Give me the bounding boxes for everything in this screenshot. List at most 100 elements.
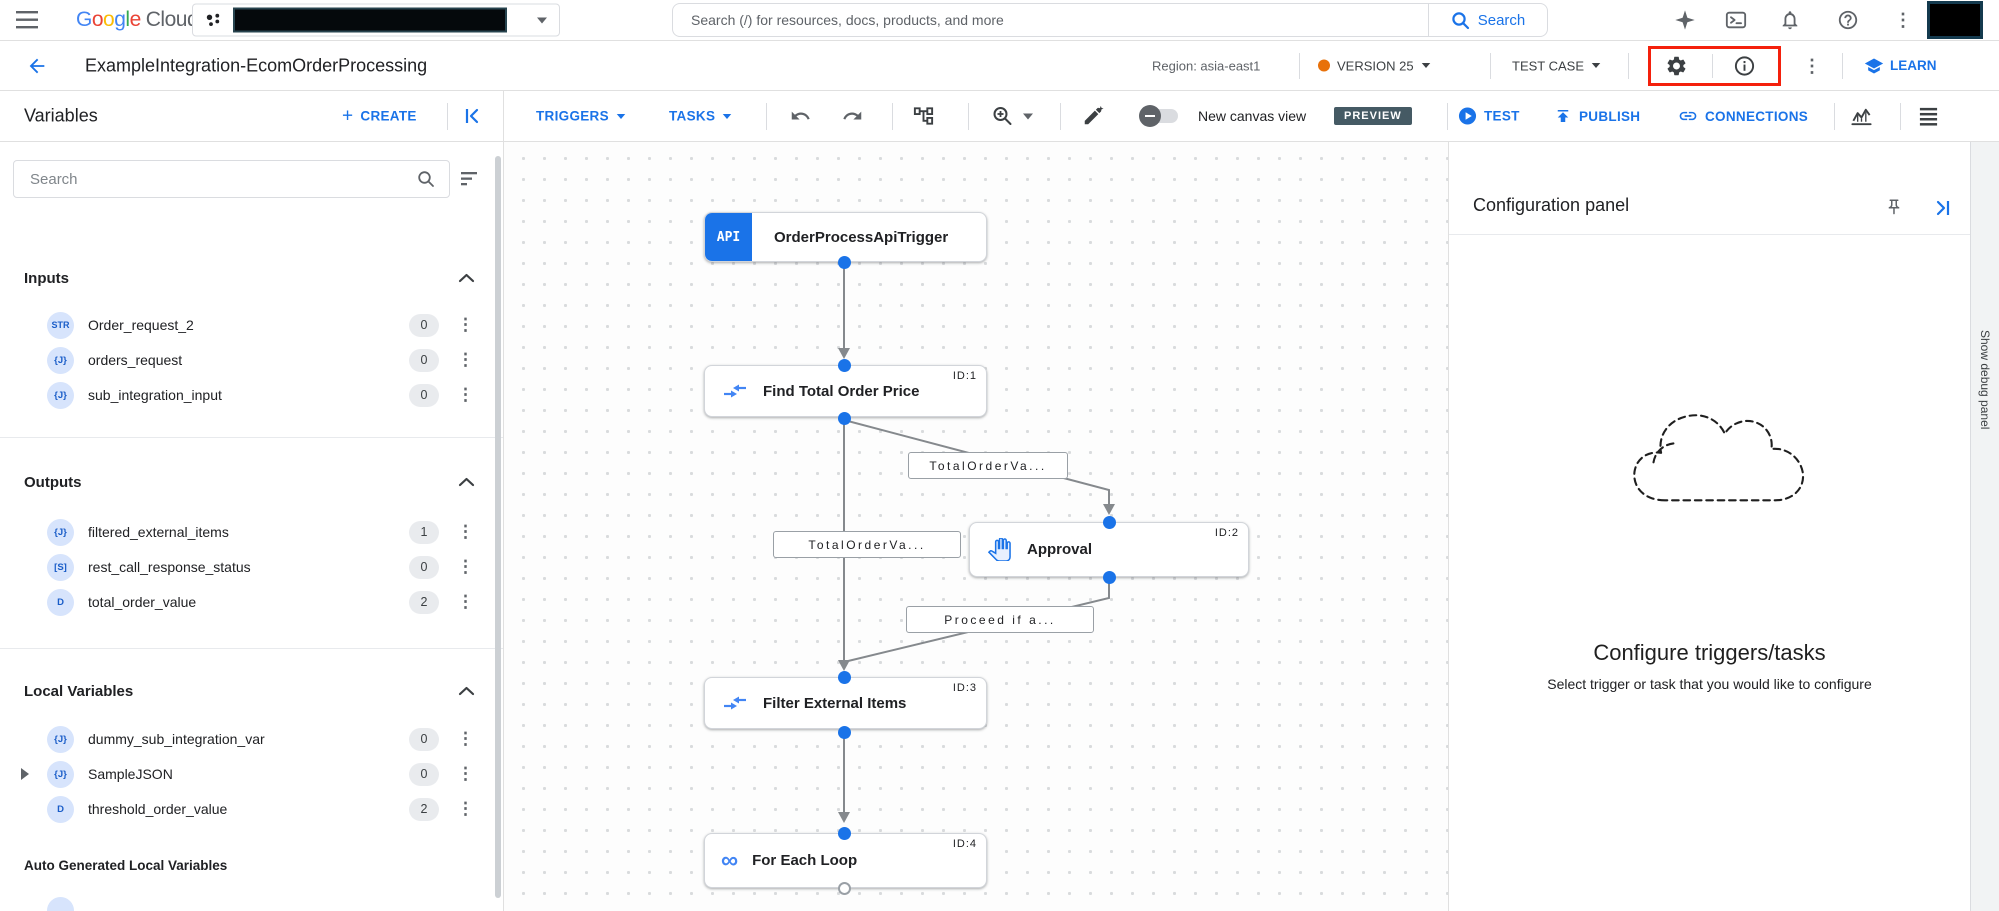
search-button[interactable]: Search: [1428, 4, 1547, 36]
global-search-bar[interactable]: Search: [672, 3, 1548, 37]
tasks-menu-button[interactable]: TASKS: [669, 109, 732, 124]
variables-search-box[interactable]: [13, 160, 450, 198]
chevron-up-icon[interactable]: [458, 273, 475, 283]
test-case-selector[interactable]: TEST CASE: [1512, 58, 1601, 73]
more-options-icon[interactable]: ⋮: [457, 385, 474, 404]
edge-label[interactable]: Proceed if a...: [906, 606, 1094, 633]
divider: [892, 103, 893, 130]
section-header-outputs[interactable]: Outputs: [24, 468, 475, 496]
back-arrow-icon[interactable]: [26, 55, 48, 77]
publish-button[interactable]: PUBLISH: [1554, 107, 1640, 125]
more-options-icon[interactable]: ⋮: [457, 350, 474, 369]
new-canvas-view-toggle[interactable]: [1139, 105, 1178, 127]
test-button[interactable]: TEST: [1458, 107, 1520, 126]
gemini-sparkle-icon[interactable]: [1673, 8, 1697, 32]
task-node-find-total-order-price[interactable]: Find Total Order Price ID:1: [704, 365, 987, 417]
edit-wand-icon[interactable]: [1082, 105, 1104, 127]
logs-list-icon[interactable]: [1918, 106, 1939, 127]
project-selector[interactable]: [192, 3, 560, 37]
cloud-shell-icon[interactable]: [1724, 8, 1748, 32]
variables-title: Variables: [24, 105, 98, 126]
connections-label: CONNECTIONS: [1705, 108, 1809, 124]
chevron-up-icon[interactable]: [458, 686, 475, 696]
search-button-label: Search: [1477, 11, 1526, 29]
variables-search-input[interactable]: [14, 161, 404, 197]
node-title: Find Total Order Price: [763, 382, 920, 400]
version-selector[interactable]: VERSION 25: [1318, 58, 1431, 73]
undo-icon[interactable]: [790, 106, 811, 127]
node-port[interactable]: [837, 255, 851, 269]
more-options-icon[interactable]: ⋮: [457, 729, 474, 748]
node-port[interactable]: [837, 881, 851, 895]
help-icon[interactable]: [1836, 8, 1860, 32]
more-options-icon[interactable]: ⋮: [457, 557, 474, 576]
search-input[interactable]: [673, 4, 1423, 36]
collapse-variables-panel-icon[interactable]: [462, 105, 484, 127]
more-options-icon[interactable]: ⋮: [1894, 10, 1912, 30]
variable-row[interactable]: D threshold_order_value 2 ⋮: [47, 792, 474, 826]
sort-icon[interactable]: [459, 170, 481, 188]
trigger-node-orderprocessapitrigger[interactable]: API OrderProcessApiTrigger: [704, 212, 987, 262]
variable-row[interactable]: {J} dummy_sub_integration_var 0 ⋮: [47, 722, 474, 756]
redo-icon[interactable]: [842, 106, 863, 127]
learn-button[interactable]: LEARN: [1864, 56, 1937, 76]
variable-row[interactable]: {J} orders_request 0 ⋮: [47, 343, 474, 377]
variable-row[interactable]: D total_order_value 2 ⋮: [47, 585, 474, 619]
node-title: Approval: [1027, 541, 1093, 558]
more-options-icon[interactable]: ⋮: [457, 799, 474, 818]
more-options-icon[interactable]: ⋮: [457, 315, 474, 334]
auto-layout-icon[interactable]: [912, 105, 935, 128]
page-title: ExampleIntegration-EcomOrderProcessing: [85, 55, 428, 75]
connections-button[interactable]: CONNECTIONS: [1678, 106, 1808, 126]
divider: [1449, 234, 1970, 235]
expand-arrow-icon[interactable]: [21, 768, 29, 780]
node-port[interactable]: [837, 826, 851, 840]
more-options-icon[interactable]: ⋮: [1803, 55, 1821, 76]
node-port[interactable]: [1102, 515, 1116, 529]
divider: [1447, 103, 1448, 130]
zoom-control[interactable]: [992, 106, 1033, 127]
variable-row[interactable]: {J} sub_integration_input 0 ⋮: [47, 378, 474, 412]
usage-count-badge: 2: [409, 590, 439, 614]
create-variable-button[interactable]: + CREATE: [342, 107, 417, 126]
notifications-bell-icon[interactable]: [1778, 8, 1802, 32]
variable-name: dummy_sub_integration_var: [88, 731, 265, 747]
task-node-for-each-loop[interactable]: ∞ For Each Loop ID:4: [704, 833, 987, 888]
more-options-icon[interactable]: ⋮: [457, 592, 474, 611]
avatar[interactable]: [1927, 1, 1983, 39]
node-port[interactable]: [837, 358, 851, 372]
node-port[interactable]: [837, 725, 851, 739]
task-node-filter-external-items[interactable]: Filter External Items ID:3: [704, 677, 987, 729]
hamburger-menu-icon[interactable]: [16, 11, 40, 29]
variable-name: filtered_external_items: [88, 524, 229, 540]
edge-label[interactable]: TotalOrderVa...: [773, 531, 961, 558]
info-icon[interactable]: [1733, 55, 1756, 78]
node-port[interactable]: [837, 670, 851, 684]
variable-row[interactable]: [S] rest_call_response_status 0 ⋮: [47, 550, 474, 584]
edge-label[interactable]: TotalOrderVa...: [908, 452, 1068, 479]
variable-type-badge: {J}: [47, 760, 74, 788]
section-header-local-variables[interactable]: Local Variables: [24, 677, 475, 705]
analytics-chart-icon[interactable]: [1850, 105, 1873, 128]
node-port[interactable]: [837, 411, 851, 425]
variable-row[interactable]: STR Order_request_2 0 ⋮: [47, 308, 474, 342]
show-debug-panel-label[interactable]: Show debug panel: [1978, 330, 1992, 430]
pin-icon[interactable]: [1885, 198, 1903, 216]
show-debug-panel-strip[interactable]: Show debug panel: [1970, 142, 1999, 911]
triggers-menu-button[interactable]: TRIGGERS: [536, 109, 626, 124]
config-empty-subtitle: Select trigger or task that you would li…: [1547, 676, 1872, 692]
section-header-inputs[interactable]: Inputs: [24, 264, 475, 292]
collapse-panel-icon[interactable]: [1931, 197, 1953, 219]
flow-canvas[interactable]: API OrderProcessApiTrigger Find Total Or…: [504, 142, 1448, 911]
sidebar-scrollbar[interactable]: [495, 156, 501, 898]
more-options-icon[interactable]: ⋮: [457, 522, 474, 541]
more-options-icon[interactable]: ⋮: [457, 764, 474, 783]
node-port[interactable]: [1102, 570, 1116, 584]
settings-gear-icon[interactable]: [1665, 55, 1688, 78]
task-node-approval[interactable]: Approval ID:2: [969, 522, 1249, 577]
variable-row[interactable]: {J} SampleJSON 0 ⋮: [21, 757, 474, 791]
variable-row[interactable]: {J} filtered_external_items 1 ⋮: [47, 515, 474, 549]
divider: [0, 437, 503, 438]
chevron-up-icon[interactable]: [458, 477, 475, 487]
